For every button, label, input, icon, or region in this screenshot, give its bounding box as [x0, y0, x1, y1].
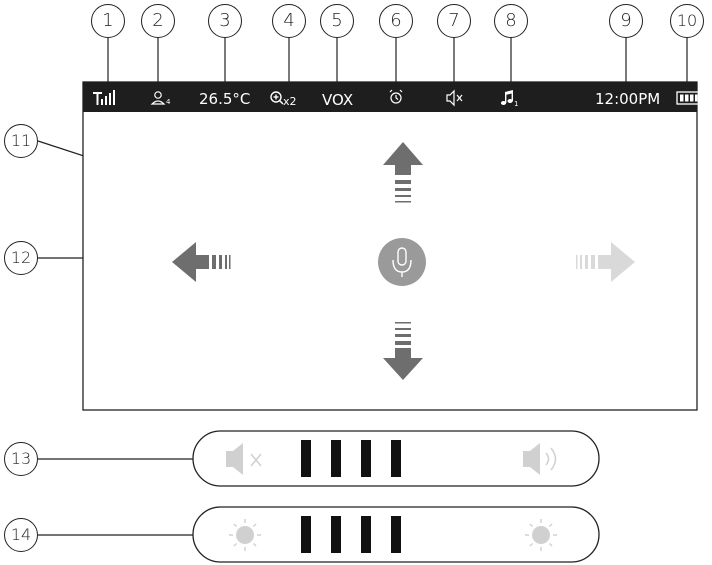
zoom-level: x2 [283, 95, 297, 108]
callout-6: 6 [379, 4, 413, 38]
callout-4: 4 [272, 4, 306, 38]
music-number: 1 [514, 100, 518, 108]
microphone-button[interactable] [378, 238, 426, 286]
volume-bar[interactable] [193, 431, 599, 486]
brightness-bar[interactable] [193, 507, 599, 562]
callout-3: 3 [208, 4, 242, 38]
callout-13: 13 [4, 442, 38, 476]
vox-label: VOX [322, 91, 353, 109]
callout-1: 1 [91, 4, 125, 38]
callout-14: 14 [4, 518, 38, 552]
callout-2: 2 [141, 4, 175, 38]
callout-8: 8 [494, 4, 528, 38]
callout-11: 11 [4, 124, 38, 158]
callout-12: 12 [4, 241, 38, 275]
clock-time: 12:00PM [595, 90, 660, 108]
callout-7: 7 [437, 4, 471, 38]
temperature-readout: 26.5°C [199, 90, 250, 108]
camera-number: 4 [166, 98, 171, 106]
callout-9: 9 [609, 4, 643, 38]
callout-5: 5 [320, 4, 354, 38]
callout-10: 10 [670, 4, 704, 38]
